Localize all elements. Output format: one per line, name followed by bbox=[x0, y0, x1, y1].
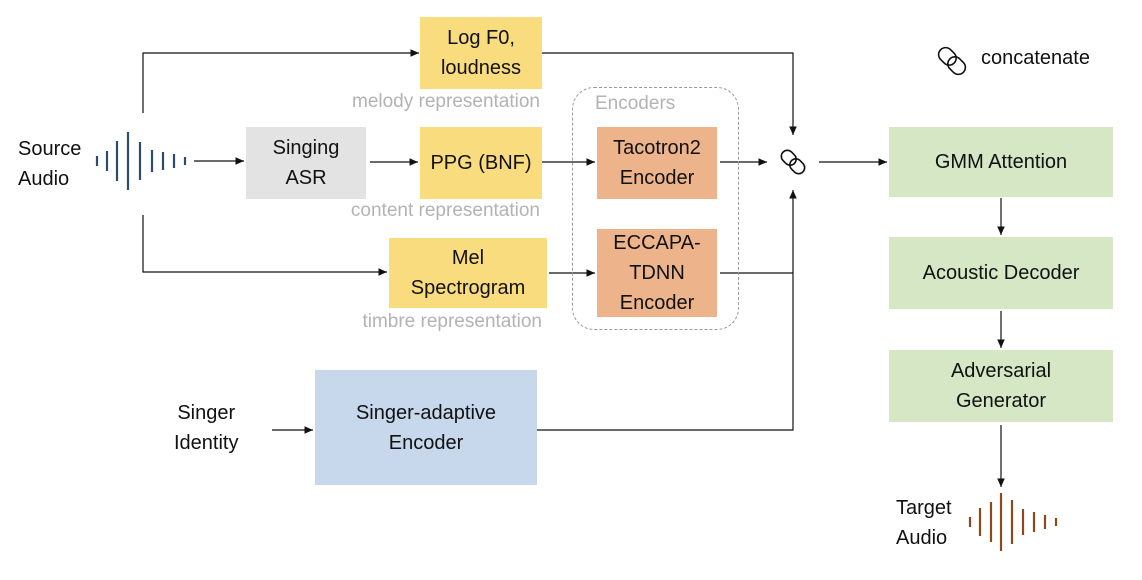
mel-spectrogram-box: Mel Spectrogram bbox=[389, 238, 547, 308]
log-f0-loudness-box: Log F0, loudness bbox=[420, 17, 542, 89]
tacotron2-encoder-box: Tacotron2 Encoder bbox=[597, 127, 717, 199]
encoders-group-label: Encoders bbox=[595, 93, 676, 114]
arrow-logf0-to-concat bbox=[542, 52, 797, 135]
melody-representation-label: melody representation bbox=[352, 91, 540, 112]
arrow-singer-to-concat bbox=[537, 190, 797, 431]
eccapa-tdnn-encoder-box: ECCAPA- TDNN Encoder bbox=[597, 229, 717, 317]
singing-asr-box: Singing ASR bbox=[246, 127, 366, 199]
content-representation-label: content representation bbox=[350, 200, 540, 221]
timbre-representation-label: timbre representation bbox=[362, 311, 542, 332]
adversarial-generator-box: Adversarial Generator bbox=[889, 350, 1113, 422]
link-chain-icon bbox=[937, 46, 967, 76]
acoustic-decoder-box: Acoustic Decoder bbox=[889, 237, 1113, 309]
encoders-group bbox=[572, 87, 739, 330]
concatenate-legend-label: concatenate bbox=[981, 47, 1090, 69]
source-waveform-icon bbox=[95, 132, 187, 190]
singer-identity-label: Singer Identity bbox=[174, 402, 239, 454]
source-audio-label: Source Audio bbox=[18, 138, 82, 190]
target-audio-label: Target Audio bbox=[896, 497, 952, 549]
target-waveform-icon bbox=[968, 493, 1058, 551]
arrow-source-to-mel bbox=[142, 215, 387, 276]
singer-adaptive-encoder-box: Singer-adaptive Encoder bbox=[315, 370, 537, 485]
arrow-source-to-logf0 bbox=[142, 49, 419, 113]
ppg-bnf-box: PPG (BNF) bbox=[420, 127, 542, 199]
concatenate-operator-icon bbox=[780, 149, 806, 175]
gmm-attention-box: GMM Attention bbox=[889, 127, 1113, 197]
